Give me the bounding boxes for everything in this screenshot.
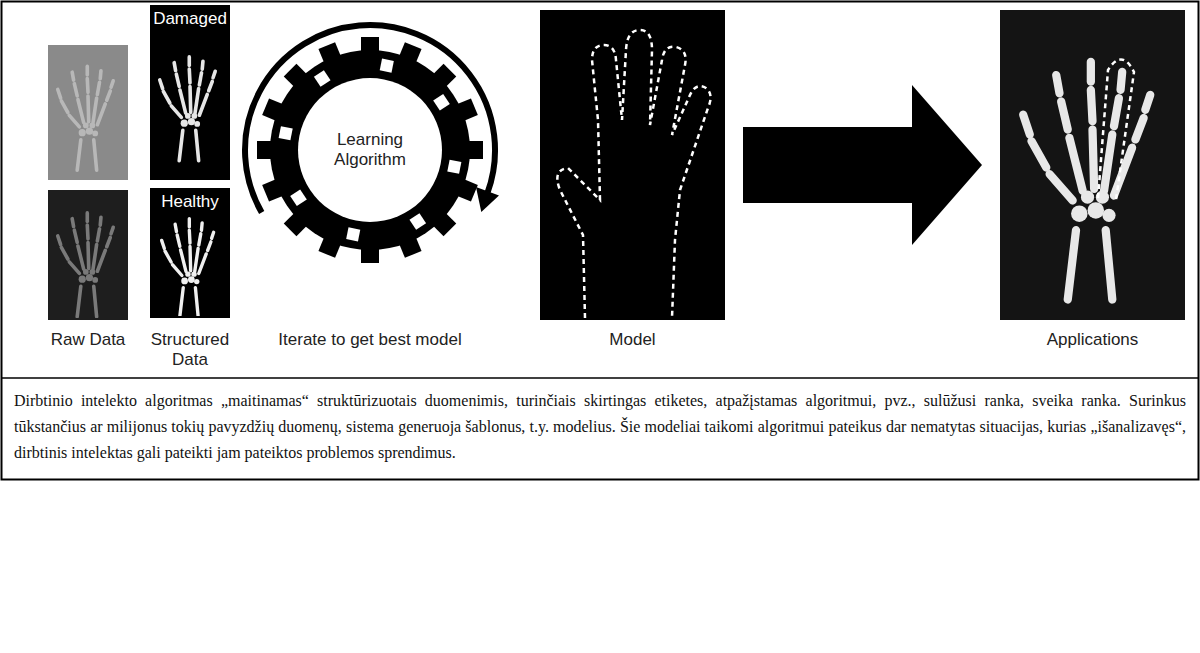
model-panel xyxy=(540,10,725,320)
node-label: Damaged xyxy=(150,9,230,29)
raw-xray xyxy=(48,190,128,320)
application-xray xyxy=(1000,10,1185,320)
node-label: Raw Data xyxy=(40,330,136,350)
node-sublabel: Iterate to get best model xyxy=(245,330,495,350)
caption: Dirbtinio intelekto algoritmas „maitinam… xyxy=(14,388,1186,466)
finger-outline xyxy=(1098,59,1134,200)
model-panel: Model xyxy=(540,10,725,360)
hand-bones xyxy=(162,219,214,316)
cycle-arrow xyxy=(245,25,495,212)
node-label: Model xyxy=(540,330,725,350)
cycle-arrowhead xyxy=(476,187,499,212)
node-label: Structured Data xyxy=(138,330,242,371)
healthy-xray xyxy=(150,188,230,318)
damaged-xray xyxy=(150,5,230,180)
algorithm-gear: Learning AlgorithmIterate to get best mo… xyxy=(245,10,495,370)
image-panel: Healthy xyxy=(150,188,230,318)
node-label: Learning Algorithm xyxy=(310,130,430,171)
hand-outline xyxy=(557,30,710,318)
hand-bones xyxy=(160,57,215,161)
image-panel: Damaged xyxy=(150,5,230,180)
gear xyxy=(257,37,483,263)
frame xyxy=(2,2,1199,480)
data-group: Raw Data xyxy=(40,45,136,365)
raw-xray xyxy=(48,45,128,180)
node-label: Healthy xyxy=(150,192,230,212)
divider xyxy=(2,377,1199,379)
data-group: Structured Data DamagedHealthy xyxy=(138,5,242,375)
application-panel: Applications xyxy=(1000,10,1185,360)
hand-bones xyxy=(58,213,113,317)
hand-bones xyxy=(58,66,113,170)
node-label: Applications xyxy=(1000,330,1185,350)
flow-arrow xyxy=(743,85,982,245)
